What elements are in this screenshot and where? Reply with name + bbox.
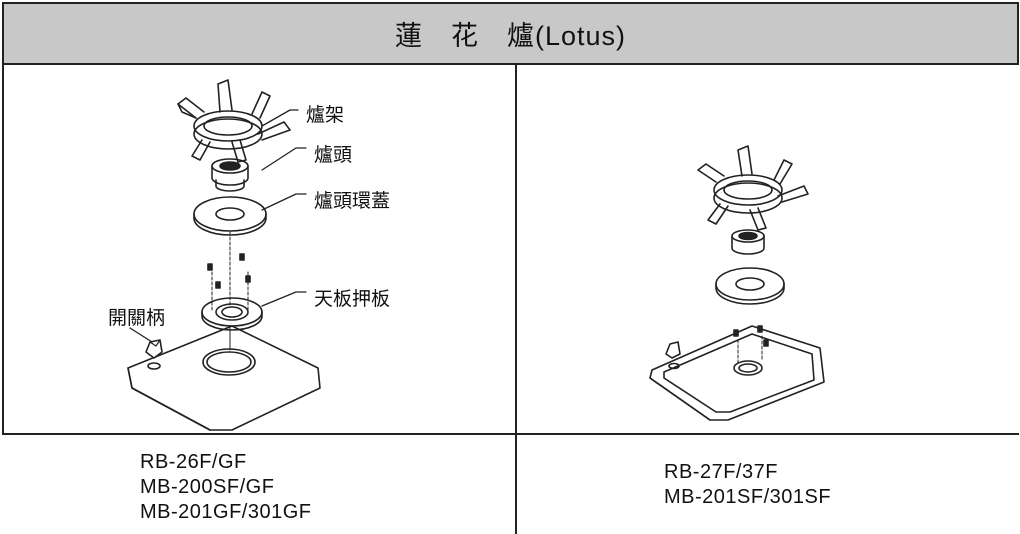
right-switch-knob-illustration [665, 341, 681, 370]
stove-top-plate-illustration [127, 325, 321, 431]
label-switch-knob: 開關柄 [108, 308, 166, 329]
table-row-divider [2, 433, 1019, 435]
model-number: MB-201GF/301GF [140, 501, 312, 523]
model-number: MB-201SF/301SF [664, 486, 832, 508]
model-list-right: RB-27F/37F MB-201SF/301SF [664, 460, 831, 510]
right-burner-cap-ring-illustration [715, 267, 785, 305]
page-title: 蓮 花 爐(Lotus) [394, 21, 627, 51]
screw-icons [207, 253, 251, 289]
model-number: MB-200SF/GF [140, 476, 275, 498]
label-burner-head: 爐頭 [314, 145, 353, 166]
model-number: RB-26F/GF [140, 451, 247, 473]
burner-head-illustration [211, 158, 249, 192]
right-burner-rack-illustration [697, 145, 809, 231]
table-column-divider [515, 65, 517, 534]
label-burner-cap-ring: 爐頭環蓋 [314, 191, 391, 212]
title-bar: 蓮 花 爐(Lotus) [2, 2, 1019, 65]
model-list-left: RB-26F/GF MB-200SF/GF MB-201GF/301GF [140, 450, 312, 525]
table-border-left [2, 65, 4, 434]
right-burner-head-illustration [731, 229, 765, 255]
switch-knob-illustration [145, 339, 163, 370]
right-stove-tray-illustration [649, 325, 825, 421]
label-burner-rack: 爐架 [306, 105, 345, 126]
label-top-plate-clamp: 天板押板 [314, 289, 391, 310]
model-number: RB-27F/37F [664, 461, 778, 483]
